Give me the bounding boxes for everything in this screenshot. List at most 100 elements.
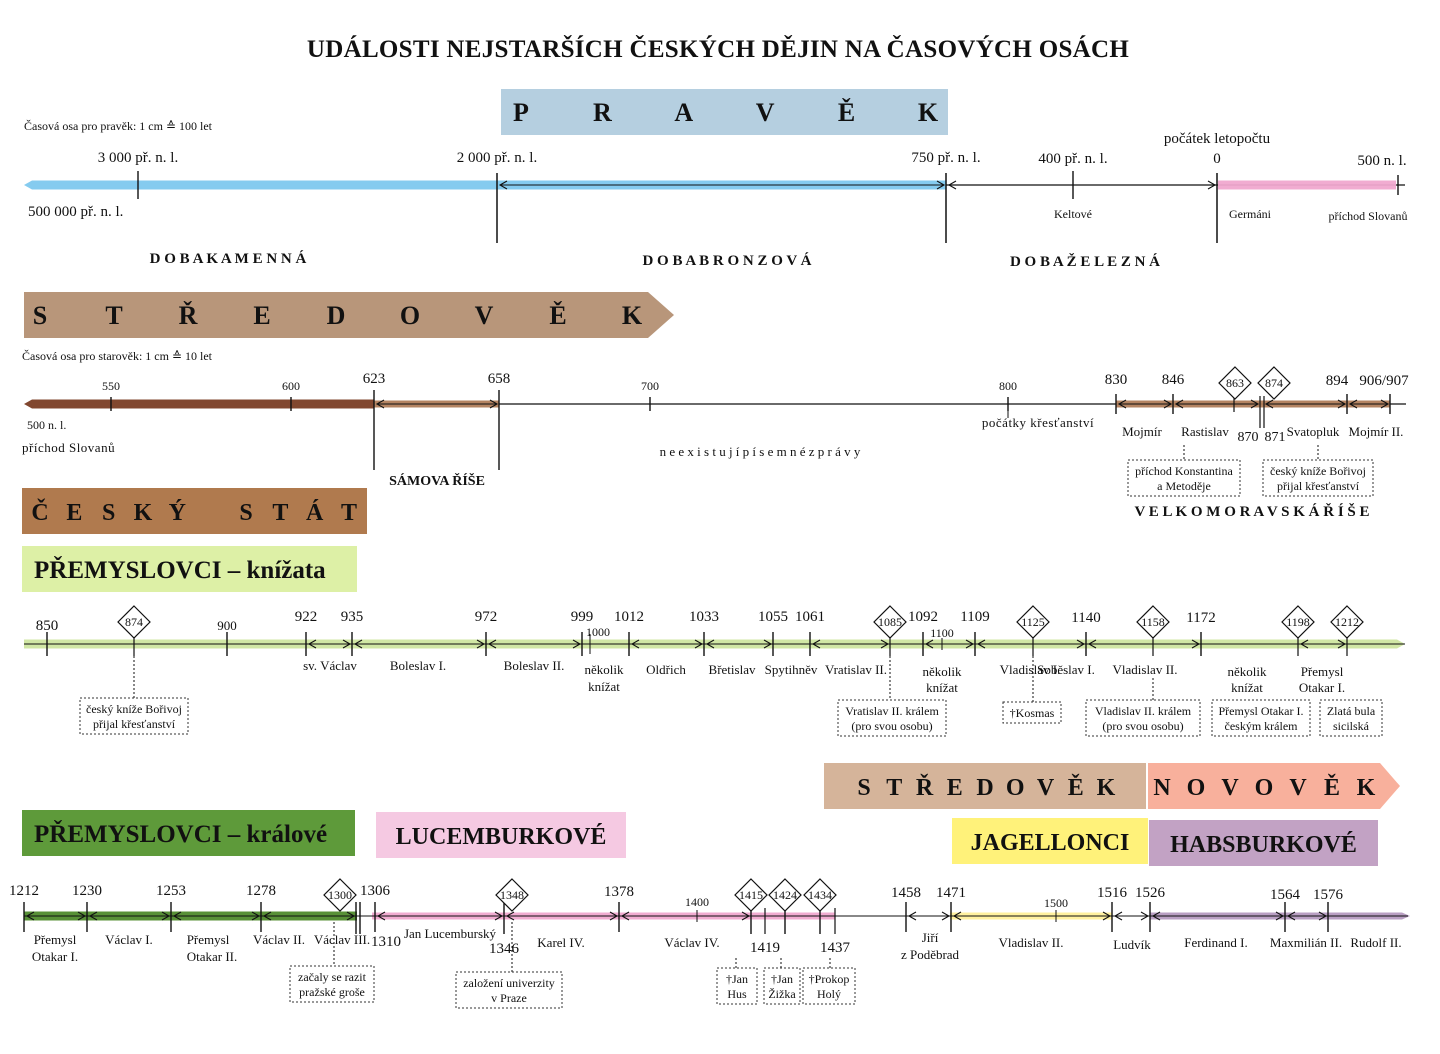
- span-arrow-left: [307, 639, 317, 649]
- tick-label-922: 922: [295, 609, 318, 625]
- note-zlata-bula: [1319, 699, 1383, 737]
- date-diamond-label: 1198: [1286, 615, 1310, 629]
- period-bronze-age: D O B A B R O N Z O V Á: [642, 252, 811, 269]
- note-text: v Praze: [491, 991, 527, 1005]
- tick-label-1055: 1055: [758, 609, 788, 625]
- date-diamond-label: 1212: [1335, 615, 1359, 629]
- banner-letter: S: [857, 775, 870, 801]
- label-2000: 2 000 př. n. l.: [457, 150, 537, 166]
- banner-letter: O: [1006, 775, 1025, 801]
- span-arrow-right: [763, 639, 773, 649]
- span-arrow-right: [941, 911, 951, 921]
- novovek-banner: [1148, 763, 1400, 809]
- banner-letter: N: [1153, 775, 1171, 801]
- span-arrow-right: [880, 639, 890, 649]
- ruler-kniza: několik: [585, 662, 624, 677]
- label-germani: Germáni: [1229, 207, 1272, 221]
- span-arrow-left: [505, 911, 515, 921]
- diamond-1085: [873, 605, 907, 639]
- ruler-rastislav: Rastislav: [1181, 424, 1229, 439]
- note-zizka: [763, 967, 801, 1005]
- label-prichod-slovanu-2: příchod Slovanů: [22, 440, 115, 455]
- tick-label-1230: 1230: [72, 883, 102, 899]
- span-arrow-left: [376, 911, 386, 921]
- note-vladislav-kral: [1085, 699, 1201, 737]
- span-arrow-right: [1102, 911, 1112, 921]
- diamond-1434: [803, 878, 837, 912]
- date-diamond-label: 1300: [328, 888, 352, 902]
- dynasty-banner-label: PŘEMYSLOVCI – knížata: [34, 556, 326, 584]
- banner-letter: R: [593, 98, 612, 127]
- note-text: začaly se razit: [298, 970, 367, 984]
- banner-letter: O: [400, 301, 420, 330]
- note-text: Přemysl Otakar I.: [1219, 704, 1304, 718]
- tick-label-1172: 1172: [1186, 610, 1215, 626]
- tick-label-1576: 1576: [1313, 887, 1344, 903]
- span-arrow-right: [1337, 639, 1347, 649]
- tick-label-935: 935: [341, 609, 364, 625]
- banner-letter: T: [341, 500, 357, 526]
- banner-letter: T: [105, 301, 122, 330]
- banner-letter: K: [1097, 775, 1116, 801]
- banner-letter: Ě: [1324, 774, 1340, 801]
- tick-label-1109: 1109: [960, 609, 989, 625]
- pravek-scale-note: Časová osa pro pravěk: 1 cm ≙ 100 let: [24, 119, 213, 133]
- ruler-kniza: Vladislav I.: [1000, 662, 1061, 677]
- tick-label-1140: 1140: [1071, 610, 1100, 626]
- note-text: †Prokop: [809, 972, 850, 986]
- note-text: Zlatá bula: [1327, 704, 1376, 718]
- ruler-kniza: Břetislav: [709, 662, 756, 677]
- tick-label-1378: 1378: [604, 884, 634, 900]
- banner-letter: D: [327, 301, 346, 330]
- ruler-kral: Vladislav II.: [999, 935, 1064, 950]
- date-diamond-label: 874: [1265, 376, 1283, 390]
- span-arrow-left: [924, 639, 934, 649]
- span-arrow-right: [346, 911, 356, 921]
- tick-label-1564: 1564: [1270, 887, 1301, 903]
- note-hus: [716, 967, 758, 1005]
- note-text: †Kosmas: [1010, 706, 1055, 720]
- banner-letter: T: [886, 775, 902, 801]
- ruler-mojmir: Mojmír: [1122, 424, 1162, 439]
- banner-letter: D: [976, 775, 993, 801]
- banner-letter: E: [66, 500, 82, 526]
- kniza-banner: [22, 546, 357, 592]
- ruler-kral: Rudolf II.: [1350, 935, 1401, 950]
- span-arrow-right: [489, 399, 499, 409]
- ruler-kniza: Vladislav II.: [1113, 662, 1178, 677]
- note-text: Hus: [727, 987, 747, 1001]
- banner-letter: V: [1221, 775, 1239, 801]
- span-arrow-left: [353, 639, 363, 649]
- span-arrow-right: [1191, 639, 1201, 649]
- note-text: †Jan: [726, 972, 748, 986]
- note-otakar-kral: [1211, 699, 1311, 737]
- ruler-kral: Ludvík: [1113, 937, 1151, 952]
- banner-letter: K: [134, 500, 153, 526]
- stredovek-banner-2: [824, 763, 1146, 809]
- note-text: Vratislav II. králem: [845, 704, 939, 718]
- span-arrow-right: [965, 639, 975, 649]
- span-arrow-left: [952, 911, 962, 921]
- ruler-kniza: Vratislav II.: [825, 662, 887, 677]
- span-arrow-left: [262, 911, 272, 921]
- banner-letter: T: [272, 500, 288, 526]
- period-iron-age: D O B A Ž E L E Z N Á: [1010, 253, 1160, 270]
- ruler-kral: Ferdinand I.: [1184, 935, 1248, 950]
- jagellonci-banner: [952, 818, 1148, 864]
- tick-label-1061: 1061: [795, 609, 825, 625]
- banner-letter: S: [239, 500, 252, 526]
- date-diamond-label: 1158: [1141, 615, 1165, 629]
- ruler-kral: Václav IV.: [664, 935, 719, 950]
- diamond-1300: [323, 878, 357, 912]
- note-text: český kníže Bořivoj: [86, 702, 182, 716]
- span-arrow-left: [620, 911, 630, 921]
- span-arrow-right: [572, 639, 582, 649]
- tick-label-1310: 1310: [371, 934, 401, 950]
- tick-label-1346: 1346: [489, 941, 520, 957]
- label-500-nl: 500 n. l.: [27, 418, 66, 432]
- note-konstantin-metodej: [1127, 459, 1241, 497]
- tick-label-1100: 1100: [930, 626, 954, 640]
- tick-label-1253: 1253: [156, 883, 186, 899]
- note-prazske-grose: [289, 965, 375, 1003]
- tick-label-800: 800: [999, 379, 1017, 393]
